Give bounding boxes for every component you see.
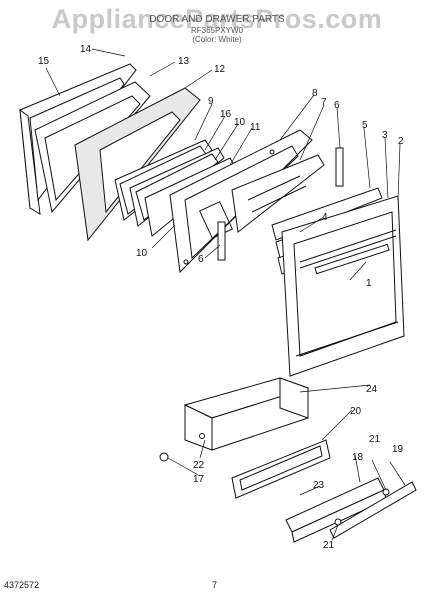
callout-labels: 14 13 12 15 9 16 10 11 8 7 6 5 3 2 4 10 …	[38, 44, 404, 551]
callout-2: 2	[398, 136, 404, 147]
callout-23: 23	[313, 480, 325, 491]
part-7-window-glass	[231, 154, 325, 233]
part-6-hinge	[217, 147, 344, 261]
callout-1: 1	[366, 278, 372, 289]
callout-5: 5	[362, 120, 368, 131]
callout-4: 4	[322, 212, 328, 223]
callout-18: 18	[352, 452, 364, 463]
callout-21-bottom: 21	[323, 540, 335, 551]
watermark: AppliancePartsPros.com	[51, 4, 383, 34]
callout-14: 14	[80, 44, 92, 55]
callout-20: 20	[350, 406, 362, 417]
part-20-drawer-front	[231, 439, 331, 499]
callout-24: 24	[366, 384, 378, 395]
callout-17: 17	[193, 474, 205, 485]
callout-13: 13	[178, 56, 190, 67]
part-24-drawer-body	[183, 377, 310, 451]
color-note: (Color: White)	[192, 35, 242, 44]
callout-11: 11	[250, 122, 261, 133]
callout-16: 16	[220, 109, 232, 120]
callout-21-top: 21	[369, 434, 381, 445]
page-number: 7	[212, 580, 218, 590]
part-17-22-screws	[159, 433, 390, 526]
callout-3: 3	[382, 130, 388, 141]
callout-22: 22	[193, 460, 205, 471]
callout-10: 10	[234, 117, 246, 128]
callout-19: 19	[392, 444, 404, 455]
callout-6-top: 6	[334, 100, 340, 111]
diagram-title: DOOR AND DRAWER PARTS	[149, 14, 285, 25]
callout-6-lower: 6	[198, 254, 204, 265]
part-2-3-outer-door	[281, 195, 405, 377]
callout-12: 12	[214, 64, 226, 75]
callout-15: 15	[38, 56, 50, 67]
callout-10-lower: 10	[136, 248, 148, 259]
callout-9: 9	[208, 96, 214, 107]
callout-leader-lines	[45, 48, 406, 541]
callout-8: 8	[312, 88, 318, 99]
model-number: RF365PXYW0	[190, 26, 244, 35]
part-1-door-handle	[314, 243, 390, 281]
document-number: 4372572	[4, 580, 40, 590]
part-19-drawer-handle	[329, 481, 417, 539]
callout-7: 7	[321, 97, 327, 108]
